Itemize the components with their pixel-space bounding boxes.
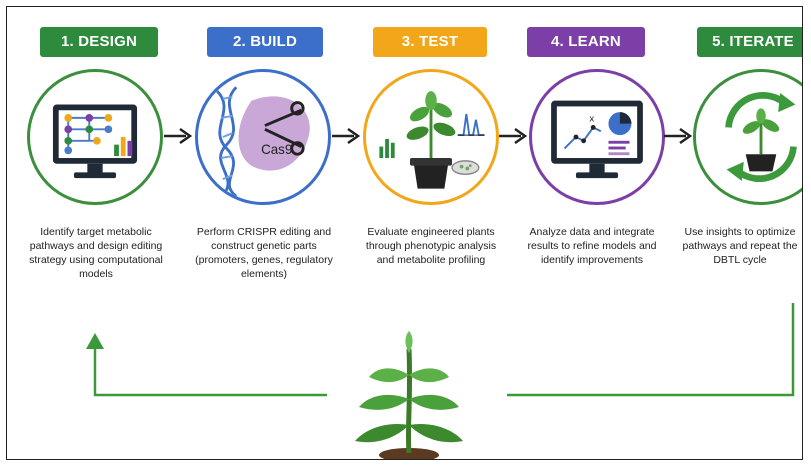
arrow-right-icon <box>499 127 528 145</box>
cas9-label: Cas9 <box>261 142 292 157</box>
test-circle <box>363 69 499 205</box>
design-description: Identify target metabolic pathways and d… <box>29 226 163 280</box>
step-badge-learn: 4. LEARN <box>527 27 645 57</box>
svg-text:x: x <box>589 114 594 125</box>
step-badge-design: 1. DESIGN <box>40 27 158 57</box>
monitor-analytics-icon: x <box>551 100 643 179</box>
design-circle <box>27 69 163 205</box>
step-badge-build: 2. BUILD <box>207 27 323 57</box>
build-circle: Cas9 <box>195 69 331 205</box>
dbtl-cycle-diagram: 1. DESIGN 2. BUILD 3. TEST 4. LEARN 5. I… <box>6 6 803 460</box>
computer-network-icon <box>52 104 138 179</box>
arrow-right-icon <box>164 127 193 145</box>
dna-scissors-icon: Cas9 <box>216 86 310 198</box>
plant-test-icon <box>379 91 485 189</box>
learn-circle: x <box>529 69 665 205</box>
iterate-description: Use insights to optimize pathways and re… <box>682 226 798 266</box>
cycle-plant-icon <box>725 92 797 182</box>
learn-description: Analyze data and integrate results to re… <box>527 226 657 266</box>
step-badge-iterate: 5. ITERATE <box>697 27 802 57</box>
iterate-circle <box>693 69 802 205</box>
plant-icon <box>355 331 463 459</box>
build-description: Perform CRISPR editing and construct gen… <box>195 226 333 280</box>
test-description: Evaluate engineered plants through pheno… <box>365 226 497 266</box>
arrow-right-icon <box>664 127 693 145</box>
arrow-right-icon <box>332 127 361 145</box>
step-badge-test: 3. TEST <box>373 27 487 57</box>
